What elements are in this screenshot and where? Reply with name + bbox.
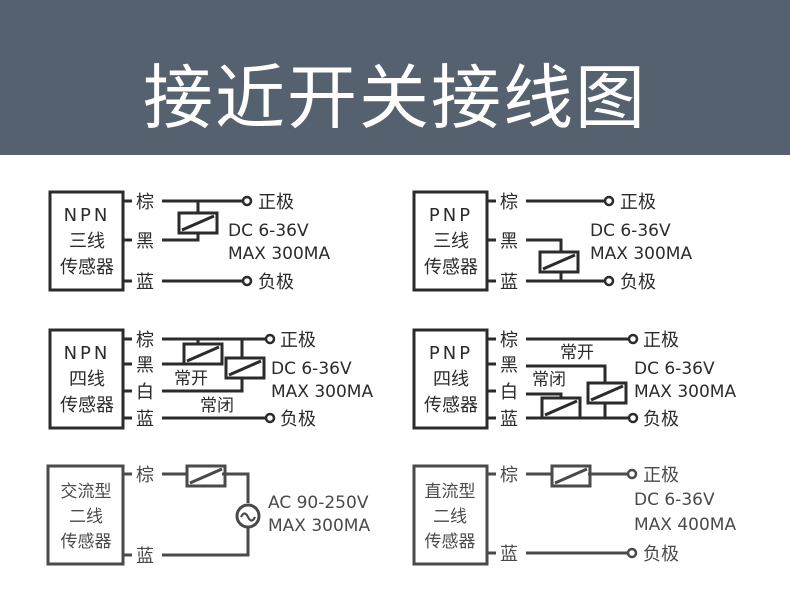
- load-icon: [185, 464, 227, 488]
- sensor-label-line2: 四线: [69, 369, 105, 390]
- terminal-positive-label: 正极: [620, 192, 656, 213]
- diagram-ac-2wire: 交流型 二线 传感器 棕 蓝 AC 90-250V MAX 300MA: [46, 464, 370, 567]
- terminal-negative-label: 负极: [620, 272, 656, 293]
- diagram-npn-3wire: NPN 三线 传感器 棕 黑 蓝 正极 负极 DC 6-36V MAX 300M…: [48, 190, 330, 293]
- sensor-box: [46, 464, 125, 566]
- sensor-label-line1: PNP: [429, 343, 473, 364]
- page-title: 接近开关接线图: [143, 57, 647, 139]
- wire-label-white: 白: [500, 382, 518, 403]
- spec-voltage: DC 6-36V: [634, 490, 715, 510]
- wire-label-brown: 棕: [136, 330, 154, 351]
- terminal-positive-icon: [241, 195, 253, 207]
- terminal-positive-icon: [264, 333, 276, 345]
- spec-current: MAX 300MA: [271, 382, 373, 402]
- normally-open-label: 常开: [174, 369, 208, 389]
- sensor-box: [412, 328, 489, 430]
- sensor-label-line2: 二线: [433, 507, 467, 527]
- sensor-label-line3: 传感器: [61, 532, 112, 552]
- sensor-label-line3: 传感器: [60, 257, 114, 278]
- terminal-negative-label: 负极: [643, 544, 679, 565]
- terminal-negative-label: 负极: [280, 409, 316, 430]
- wire-label-brown: 棕: [500, 192, 518, 213]
- wire-label-brown: 棕: [500, 465, 518, 486]
- sensor-label-line1: 直流型: [425, 482, 476, 502]
- terminal-negative-icon: [626, 547, 638, 559]
- terminal-positive-icon: [626, 468, 638, 480]
- normally-closed-label: 常闭: [200, 396, 234, 416]
- wire-label-black: 黑: [136, 231, 154, 252]
- normally-closed-label: 常闭: [532, 370, 566, 390]
- spec-current: MAX 400MA: [634, 515, 736, 535]
- wire-label-blue: 蓝: [136, 272, 154, 293]
- sensor-label-line2: 三线: [69, 231, 105, 252]
- wire-label-blue: 蓝: [500, 544, 518, 565]
- wire-label-white: 白: [136, 382, 154, 403]
- sensor-label-line3: 传感器: [425, 532, 476, 552]
- diagram-pnp-3wire: PNP 三线 传感器 棕 黑 蓝 正极 负极 DC 6-36V MAX 300M…: [412, 190, 692, 293]
- spec-voltage: DC 6-36V: [271, 359, 352, 379]
- sensor-label-line1: PNP: [429, 205, 473, 226]
- sensor-label-line2: 二线: [69, 507, 103, 527]
- load-relay-icon: [538, 250, 580, 274]
- diagram-dc-2wire: 直流型 二线 传感器 棕 蓝 正极 负极 DC 6-36V MAX 400MA: [412, 464, 736, 566]
- wire-label-brown: 棕: [136, 192, 154, 213]
- terminal-positive-label: 正极: [643, 330, 679, 351]
- normally-open-relay-icon: [586, 381, 628, 405]
- sensor-label-line3: 传感器: [424, 395, 478, 416]
- terminal-negative-label: 负极: [643, 409, 679, 430]
- sensor-label-line1: NPN: [64, 205, 111, 226]
- terminal-negative-icon: [241, 275, 253, 287]
- wire-label-brown: 棕: [136, 465, 154, 486]
- sensor-label-line2: 三线: [433, 231, 469, 252]
- terminal-positive-icon: [627, 333, 639, 345]
- spec-current: MAX 300MA: [268, 516, 370, 536]
- terminal-positive-label: 正极: [643, 465, 679, 486]
- wire-label-blue: 蓝: [136, 409, 154, 430]
- wire-label-black: 黑: [500, 355, 518, 376]
- sensor-label-line1: 交流型: [61, 482, 112, 502]
- normally-closed-relay-icon: [540, 396, 582, 420]
- sensor-label-line3: 传感器: [424, 257, 478, 278]
- header-banner: 接近开关接线图: [0, 0, 790, 155]
- terminal-negative-label: 负极: [258, 272, 294, 293]
- sensor-label-line3: 传感器: [60, 395, 114, 416]
- terminal-positive-icon: [603, 195, 615, 207]
- terminal-negative-icon: [627, 412, 639, 424]
- sensor-box: [48, 328, 125, 430]
- wire-label-black: 黑: [500, 231, 518, 252]
- spec-voltage: DC 6-36V: [228, 221, 309, 241]
- wire-label-blue: 蓝: [136, 546, 154, 567]
- normally-open-relay-icon: [182, 342, 224, 366]
- wire-label-brown: 棕: [500, 330, 518, 351]
- diagram-pnp-4wire: PNP 四线 传感器 棕 黑 白 蓝 常开 常闭 正极 负极 DC 6-36V …: [412, 328, 736, 430]
- spec-current: MAX 300MA: [634, 382, 736, 402]
- normally-open-label: 常开: [560, 343, 594, 363]
- sensor-label-line1: NPN: [64, 343, 111, 364]
- load-icon: [550, 464, 592, 488]
- terminal-positive-label: 正极: [280, 330, 316, 351]
- spec-voltage: DC 6-36V: [634, 359, 715, 379]
- spec-current: MAX 300MA: [590, 244, 692, 264]
- diagram-npn-4wire: NPN 四线 传感器 棕 黑 白 蓝 常开 常闭 正极 负极 DC 6-36V …: [48, 328, 373, 430]
- normally-closed-relay-icon: [224, 356, 266, 380]
- wire-label-blue: 蓝: [500, 409, 518, 430]
- sensor-label-line2: 四线: [433, 369, 469, 390]
- sensor-box: [412, 464, 489, 566]
- wire-label-blue: 蓝: [500, 272, 518, 293]
- terminal-negative-icon: [264, 412, 276, 424]
- load-relay-icon: [177, 211, 219, 235]
- spec-current: MAX 300MA: [228, 244, 330, 264]
- wiring-diagrams: NPN 三线 传感器 棕 黑 蓝 正极 负极 DC 6-36V MAX 300M…: [46, 190, 736, 567]
- terminal-negative-icon: [603, 275, 615, 287]
- wire-label-black: 黑: [136, 355, 154, 376]
- terminal-positive-label: 正极: [258, 192, 294, 213]
- spec-voltage: DC 6-36V: [590, 221, 671, 241]
- spec-voltage: AC 90-250V: [268, 493, 369, 513]
